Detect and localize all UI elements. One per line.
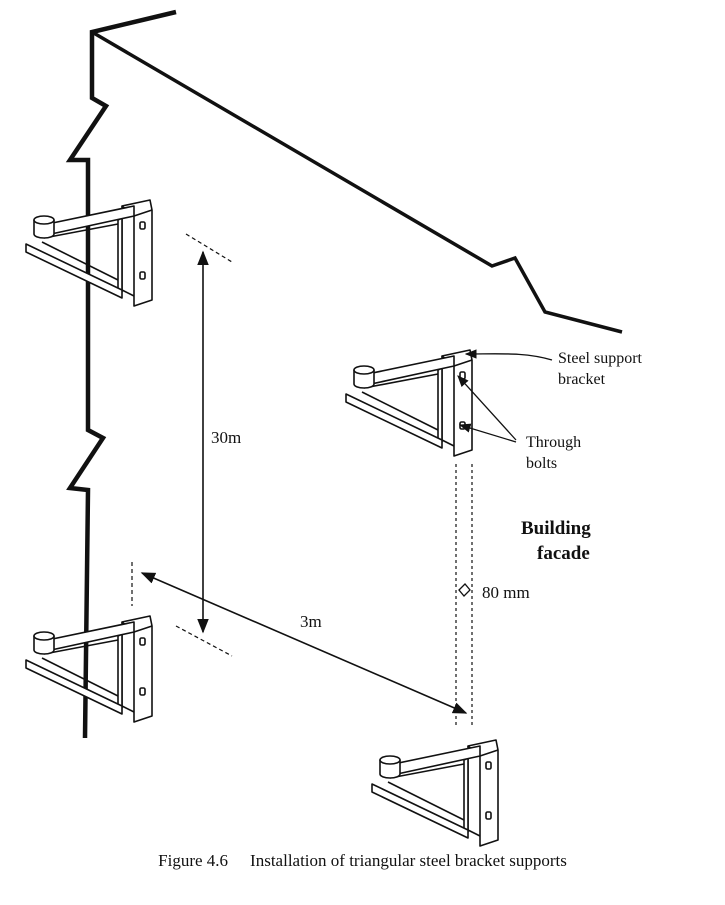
figure-caption-text: Installation of triangular steel bracket…: [250, 851, 567, 870]
building-facade-label-line1: Building: [521, 518, 591, 539]
through-bolts-label-line2: bolts: [526, 455, 558, 472]
horizontal-spacing-label: 3m: [300, 612, 322, 631]
figure-number: Figure 4.6: [158, 851, 229, 870]
vertical-extension-top: [185, 233, 233, 263]
steel-bracket-label: Steel support bracket: [558, 348, 642, 390]
through-bolts-label: Through bolts: [526, 432, 581, 474]
vertical-extension-bottom: [175, 625, 233, 657]
gap-indicator-mark: [458, 583, 471, 597]
facade-top-edge-line: [91, 30, 623, 334]
bracket-leader-arrow: [464, 349, 553, 361]
horizontal-dimension-arrow: [140, 572, 468, 714]
bracket-bottom-left: [25, 615, 153, 723]
vertical-spacing-label: 30m: [211, 428, 242, 447]
building-facade-label-line2: facade: [537, 543, 590, 564]
facade-edge-line: [65, 9, 177, 739]
bracket-top-right: [345, 349, 473, 457]
steel-bracket-label-line2: bracket: [558, 371, 606, 388]
building-facade-label: Building facade: [521, 516, 591, 566]
steel-bracket-label-line1: Steel support: [558, 350, 642, 367]
bolts-leader-lower: [458, 423, 517, 443]
bolts-leader-upper: [457, 375, 517, 441]
through-bolts-label-line1: Through: [526, 434, 582, 451]
bracket-bottom-right: [371, 739, 499, 847]
figure-caption: Figure 4.6 Installation of triangular ste…: [0, 851, 725, 871]
bolt-gap-label: 80 mm: [482, 583, 530, 602]
